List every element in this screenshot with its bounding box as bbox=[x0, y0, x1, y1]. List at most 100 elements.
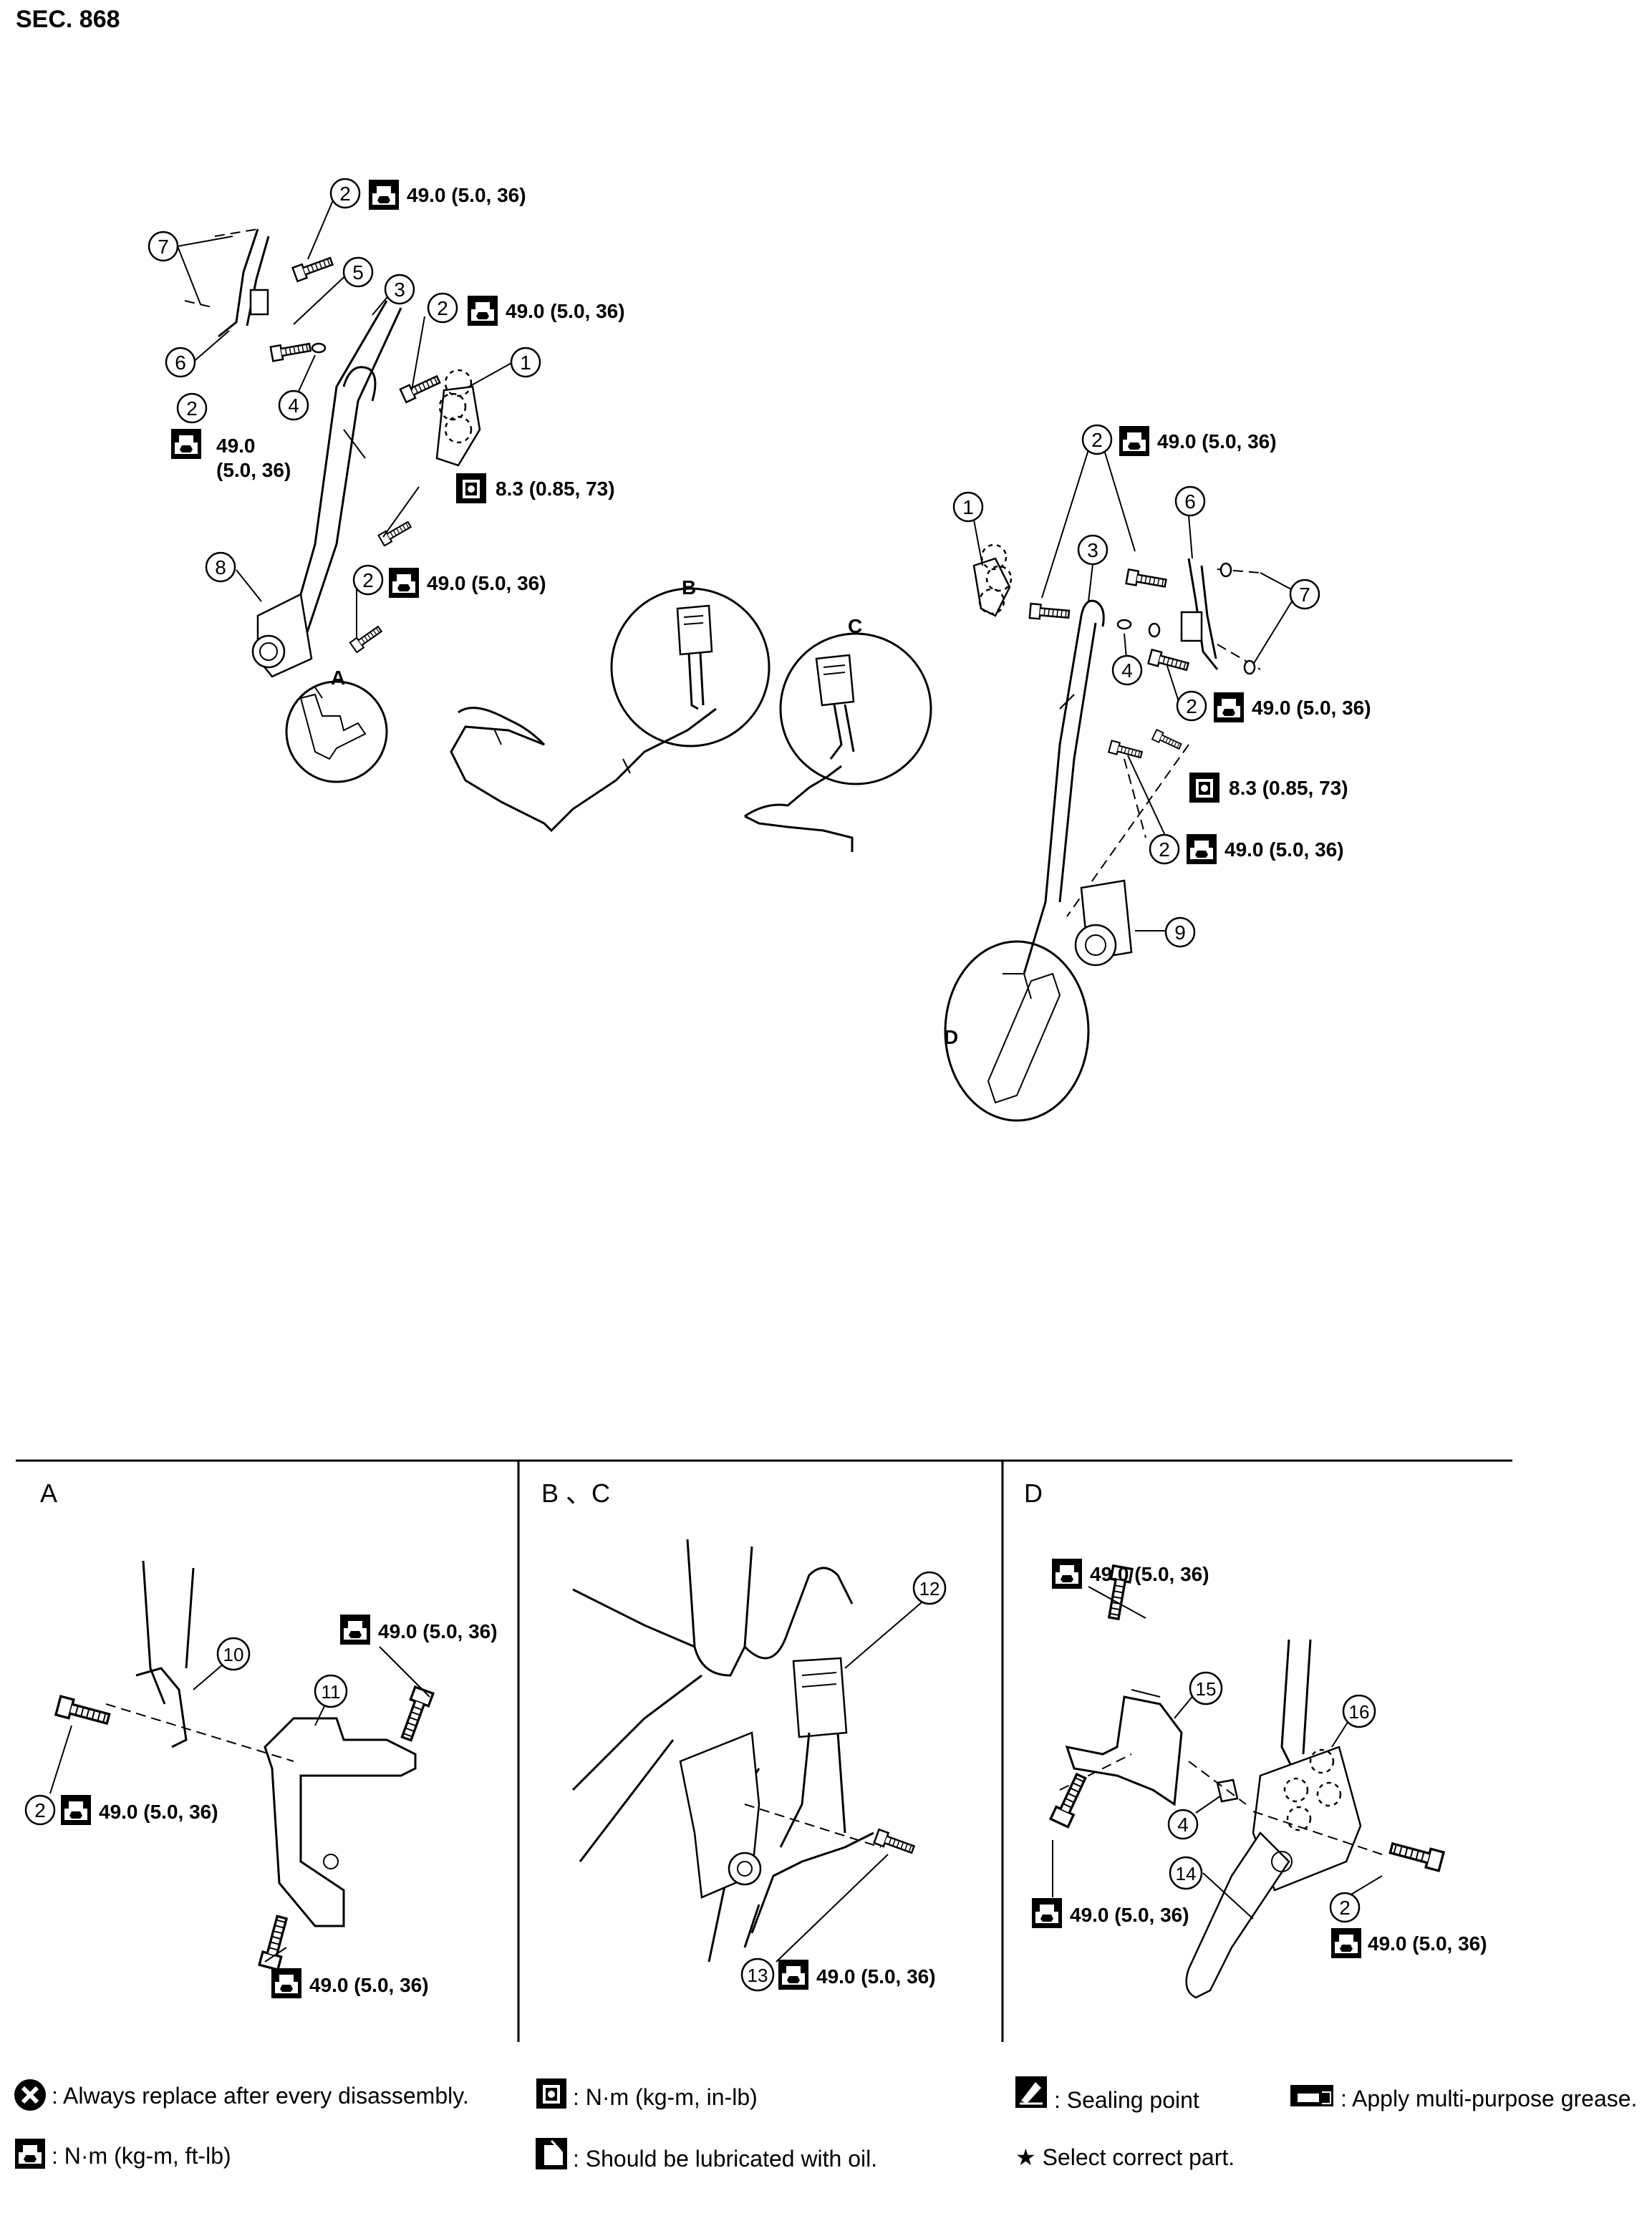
callout-4-left: 4 bbox=[278, 389, 309, 421]
svg-text:6: 6 bbox=[175, 352, 186, 374]
callout-7-right: 7 bbox=[1289, 579, 1320, 610]
callout-7-left: 7 bbox=[148, 231, 179, 262]
svg-text:13: 13 bbox=[748, 1965, 768, 1986]
svg-text:16: 16 bbox=[1349, 1701, 1370, 1723]
svg-text:2: 2 bbox=[437, 297, 448, 319]
callout-2-upper-right: 2 49.0 (5.0, 36) bbox=[427, 292, 625, 326]
svg-text:12: 12 bbox=[919, 1578, 940, 1600]
svg-text:2: 2 bbox=[362, 569, 374, 591]
torque-label: 49.0 (5.0, 36) bbox=[1252, 697, 1371, 719]
torque-wrench-ftlb-icon bbox=[340, 1615, 370, 1645]
legend-oil: : Should be lubricated with oil. bbox=[573, 2146, 877, 2172]
torque-wrench-ftlb-icon bbox=[271, 1968, 301, 1998]
callout-2-right-mid: 2 49.0 (5.0, 36) bbox=[1176, 690, 1371, 722]
bolt-icon bbox=[269, 339, 312, 362]
torque-units: (5.0, 36) bbox=[216, 459, 291, 481]
svg-text:7: 7 bbox=[1299, 584, 1310, 606]
callout-2-lower-left: 2 49.0 (5.0, 36) bbox=[352, 564, 546, 598]
svg-text:7: 7 bbox=[158, 236, 169, 258]
torque-label: 49.0 (5.0, 36) bbox=[407, 184, 526, 206]
callout-2-top: 2 49.0 (5.0, 36) bbox=[329, 178, 526, 210]
svg-text:11: 11 bbox=[322, 1681, 341, 1703]
bolt-icon bbox=[1108, 740, 1144, 762]
callout-16: 16 bbox=[1342, 1694, 1376, 1728]
torque-wrench-ftlb-icon bbox=[778, 1960, 808, 1990]
callout-15: 15 bbox=[1189, 1671, 1223, 1705]
detail-panels-frame bbox=[16, 1459, 1512, 2042]
svg-text:2: 2 bbox=[1159, 838, 1170, 861]
bolt-icon bbox=[291, 253, 335, 283]
torque-label: 49.0 (5.0, 36) bbox=[427, 572, 546, 594]
bolt-icon bbox=[1387, 1837, 1445, 1872]
svg-text:4: 4 bbox=[1121, 659, 1133, 682]
svg-text:2: 2 bbox=[339, 183, 351, 205]
buckle-harness bbox=[450, 587, 932, 852]
grease-icon bbox=[1290, 2085, 1333, 2106]
callout-6-right: 6 bbox=[1174, 485, 1206, 517]
torque-wrench-ftlb-icon bbox=[468, 296, 498, 326]
bolt-icon bbox=[349, 623, 385, 654]
panel-bc: B 、C bbox=[541, 1479, 927, 1963]
torque-wrench-inlb-icon bbox=[456, 473, 486, 503]
svg-text:14: 14 bbox=[1176, 1863, 1197, 1884]
bolt-icon bbox=[1049, 1771, 1091, 1829]
svg-text:5: 5 bbox=[352, 261, 364, 284]
callout-2-right-low: 2 49.0 (5.0, 36) bbox=[1149, 833, 1344, 865]
panel-a-callout-2: 2 49.0 (5.0, 36) bbox=[24, 1794, 218, 1826]
bolt-icon bbox=[54, 1695, 112, 1730]
torque-wrench-ftlb-icon bbox=[15, 2139, 45, 2169]
torque-label: 8.3 (0.85, 73) bbox=[496, 478, 615, 500]
bolt-icon bbox=[1125, 568, 1168, 591]
detail-letter-d: D bbox=[944, 1026, 958, 1048]
callout-10: 10 bbox=[216, 1637, 251, 1671]
torque-wrench-ftlb-icon bbox=[1187, 834, 1217, 864]
torque-wrench-inlb-icon bbox=[1189, 773, 1219, 803]
section-number: SEC. 868 bbox=[16, 6, 120, 33]
panel-d-callout-2: 2 49.0 (5.0, 36) bbox=[1329, 1892, 1487, 1958]
torque-label: 49.0 (5.0, 36) bbox=[1157, 430, 1277, 453]
callout-torque-8.3-left: 8.3 (0.85, 73) bbox=[456, 473, 615, 503]
legend-replace: : Always replace after every disassembly… bbox=[52, 2083, 469, 2109]
callout-8: 8 bbox=[205, 551, 236, 583]
svg-text:2: 2 bbox=[186, 397, 198, 420]
svg-text:9: 9 bbox=[1174, 921, 1186, 944]
torque-wrench-ftlb-icon bbox=[1052, 1559, 1082, 1589]
svg-text:10: 10 bbox=[223, 1644, 244, 1665]
svg-text:2: 2 bbox=[1091, 429, 1103, 451]
svg-text:3: 3 bbox=[1087, 539, 1098, 561]
panel-bc-title: B 、C bbox=[541, 1479, 610, 1508]
bolt-icon bbox=[377, 518, 413, 547]
svg-text:2: 2 bbox=[34, 1799, 46, 1821]
callout-2-right-top: 2 49.0 (5.0, 36) bbox=[1081, 424, 1277, 456]
callout-1-right: 1 bbox=[952, 491, 984, 523]
torque-wrench-ftlb-icon bbox=[1119, 426, 1149, 456]
svg-text:1: 1 bbox=[962, 496, 974, 518]
svg-text:4: 4 bbox=[288, 395, 299, 417]
bolt-icon bbox=[399, 372, 443, 404]
torque-value: 49.0 bbox=[216, 435, 256, 457]
svg-text:3: 3 bbox=[394, 279, 405, 301]
legend: : Always replace after every disassembly… bbox=[14, 2076, 1637, 2172]
torque-wrench-ftlb-icon bbox=[369, 180, 399, 210]
bolt-icon bbox=[258, 1913, 293, 1971]
panel-a-torque-bottom: 49.0 (5.0, 36) bbox=[271, 1968, 429, 1998]
callout-1-left: 1 bbox=[510, 347, 541, 378]
panel-d-title: D bbox=[1024, 1479, 1043, 1508]
torque-label: 49.0 (5.0, 36) bbox=[1368, 1932, 1487, 1955]
torque-label: 49.0 (5.0, 36) bbox=[378, 1620, 498, 1642]
legend-sealing: : Sealing point bbox=[1054, 2087, 1199, 2113]
torque-wrench-ftlb-icon bbox=[171, 429, 201, 459]
torque-wrench-ftlb-icon bbox=[1032, 1898, 1062, 1928]
svg-text:2: 2 bbox=[1339, 1897, 1351, 1919]
torque-wrench-inlb-icon bbox=[536, 2078, 566, 2109]
torque-label: 49.0 (5.0, 36) bbox=[1070, 1904, 1189, 1926]
callout-9: 9 bbox=[1164, 916, 1196, 948]
panel-a-torque-top: 49.0 (5.0, 36) bbox=[340, 1615, 498, 1645]
callout-14: 14 bbox=[1169, 1856, 1203, 1890]
detail-letter-b: B bbox=[682, 576, 696, 599]
torque-wrench-ftlb-icon bbox=[1214, 692, 1244, 722]
replace-x-icon bbox=[14, 2079, 46, 2111]
torque-label: 49.0 (5.0, 36) bbox=[309, 1974, 429, 1996]
sealing-point-icon bbox=[1015, 2076, 1047, 2108]
